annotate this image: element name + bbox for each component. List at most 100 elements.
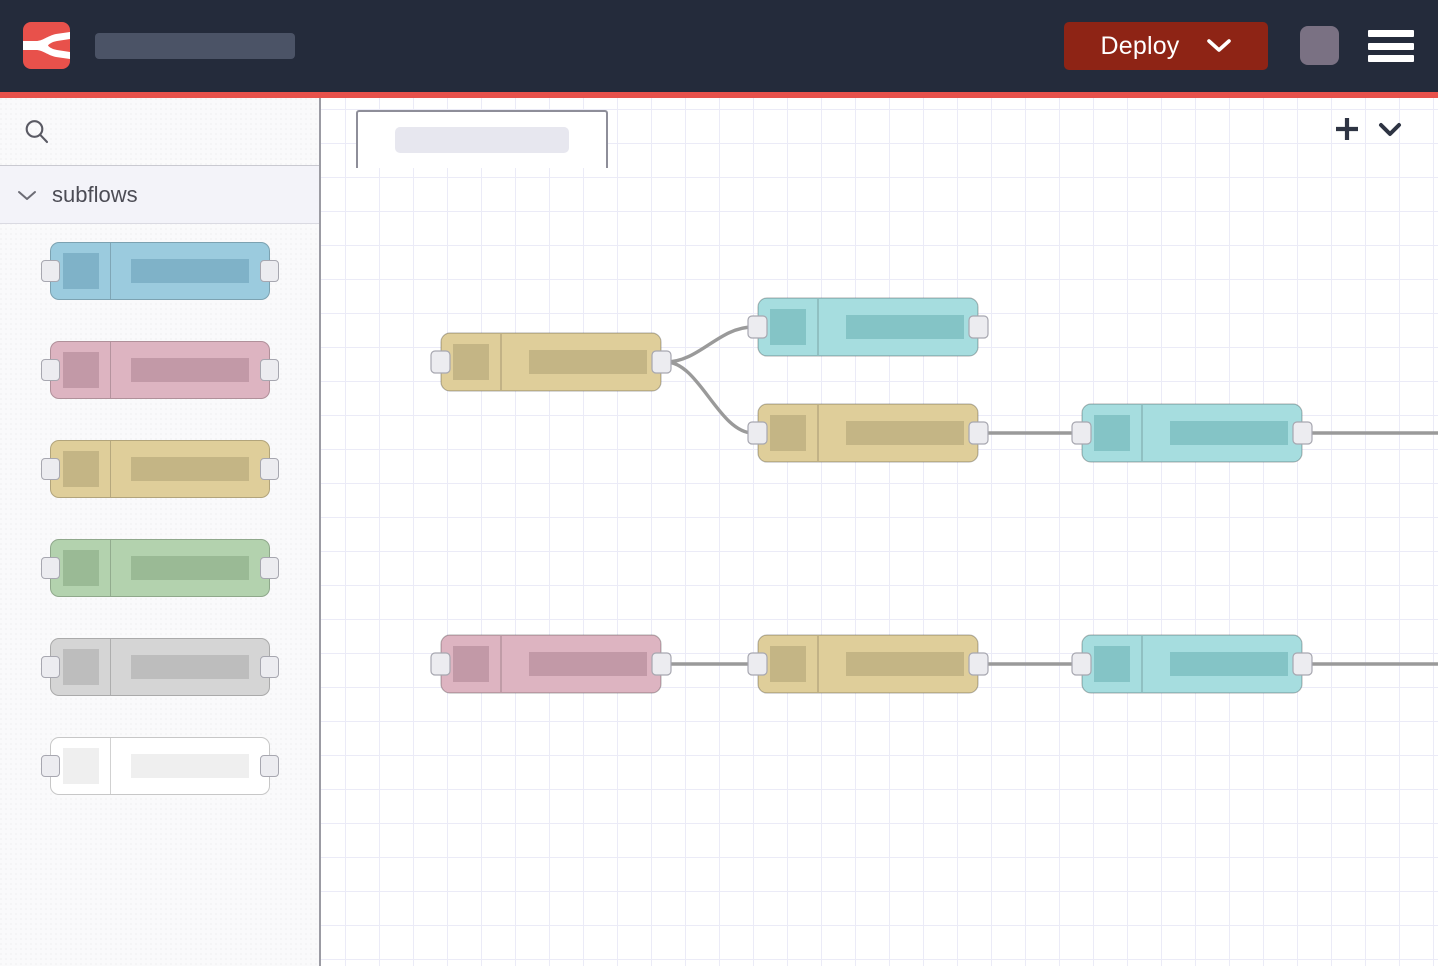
flow-node-output-port[interactable]: [968, 421, 989, 445]
flow-node-input-port[interactable]: [1071, 652, 1092, 676]
palette-search-row[interactable]: [0, 98, 320, 166]
palette-node-grey[interactable]: [41, 638, 279, 696]
search-icon[interactable]: [22, 117, 52, 147]
palette-node-label: [131, 655, 249, 679]
palette-category-subflows[interactable]: subflows: [0, 166, 320, 224]
wire-n1-n3[interactable]: [664, 360, 755, 435]
flow-node-yellow-2[interactable]: [747, 403, 989, 463]
palette-node-green[interactable]: [41, 539, 279, 597]
wire-n1-n2[interactable]: [664, 325, 755, 364]
palette-node-icon-placeholder: [62, 451, 99, 487]
flow-node-label: [846, 652, 964, 676]
palette-node-output-port[interactable]: [260, 458, 279, 480]
palette-node-input-port[interactable]: [41, 557, 60, 579]
palette-node-icon-placeholder: [62, 748, 99, 784]
palette-node-icon-placeholder: [62, 352, 99, 388]
flow-node-label: [1170, 421, 1288, 445]
palette-node-label: [131, 457, 249, 481]
hamburger-menu-icon[interactable]: [1368, 28, 1414, 64]
deploy-button[interactable]: Deploy: [1064, 22, 1268, 70]
palette-node-input-port[interactable]: [41, 458, 60, 480]
palette-node-body: [111, 738, 269, 794]
flow-node-cyan-2[interactable]: [1071, 403, 1313, 463]
plus-icon[interactable]: [1332, 114, 1362, 144]
flow-node-yellow-1[interactable]: [430, 332, 672, 392]
flow-node-output-port[interactable]: [1292, 421, 1313, 445]
flow-title-field[interactable]: [95, 33, 295, 59]
palette-node-pink[interactable]: [41, 341, 279, 399]
header-accent-bar: [0, 92, 1438, 98]
palette-node-icon-cell: [51, 540, 111, 596]
palette-node-body: [111, 342, 269, 398]
flow-graph[interactable]: [321, 98, 1438, 966]
flow-node-label: [529, 350, 647, 374]
flow-node-cyan-3[interactable]: [1071, 634, 1313, 694]
palette-node-output-port[interactable]: [260, 260, 279, 282]
avatar[interactable]: [1300, 26, 1339, 65]
flow-node-label: [846, 315, 964, 339]
flow-node-pink-1[interactable]: [430, 634, 672, 694]
flow-node-output-port[interactable]: [651, 652, 672, 676]
flow-node-cyan-1[interactable]: [747, 297, 989, 357]
flow-canvas[interactable]: [321, 98, 1438, 966]
flow-tab-1[interactable]: [356, 110, 608, 168]
palette-node-label: [131, 754, 249, 778]
palette-node-icon-placeholder: [62, 550, 99, 586]
palette-node-input-port[interactable]: [41, 656, 60, 678]
hamburger-bar: [1368, 55, 1414, 62]
chevron-down-icon: [1206, 39, 1231, 52]
flow-node-output-port[interactable]: [968, 315, 989, 339]
flow-node-icon-placeholder: [770, 309, 806, 345]
chevron-down-icon[interactable]: [1375, 114, 1405, 144]
chevron-down-icon: [18, 190, 36, 200]
app-header: Deploy: [0, 0, 1438, 92]
palette-node-icon-cell: [51, 738, 111, 794]
flow-node-icon-placeholder: [770, 415, 806, 451]
palette-node-icon-placeholder: [62, 649, 99, 685]
node-layer: [430, 297, 1313, 694]
palette-node-list: [0, 224, 320, 795]
hamburger-bar: [1368, 42, 1414, 50]
flow-node-output-port[interactable]: [1292, 652, 1313, 676]
palette-node-input-port[interactable]: [41, 359, 60, 381]
palette-node-body: [111, 540, 269, 596]
palette-node-output-port[interactable]: [260, 557, 279, 579]
palette-category-label: subflows: [52, 181, 138, 207]
flow-node-icon-placeholder: [1094, 415, 1130, 451]
palette-node-yellow[interactable]: [41, 440, 279, 498]
palette-node-output-port[interactable]: [260, 359, 279, 381]
flow-node-input-port[interactable]: [430, 652, 451, 676]
palette-node-input-port[interactable]: [41, 755, 60, 777]
palette-node-icon-placeholder: [62, 253, 99, 289]
flow-node-input-port[interactable]: [430, 350, 451, 374]
flow-node-icon-placeholder: [453, 646, 489, 682]
flow-node-output-port[interactable]: [651, 350, 672, 374]
flow-node-input-port[interactable]: [747, 652, 768, 676]
palette-node-label: [131, 358, 249, 382]
node-red-logo-icon[interactable]: [23, 22, 70, 69]
palette-node-body: [111, 243, 269, 299]
flow-node-icon-placeholder: [453, 344, 489, 380]
sidebar-canvas-divider[interactable]: [319, 98, 321, 966]
flow-tab-label: [395, 127, 569, 153]
palette-node-output-port[interactable]: [260, 656, 279, 678]
flow-node-output-port[interactable]: [968, 652, 989, 676]
hamburger-bar: [1368, 30, 1414, 37]
palette-node-label: [131, 556, 249, 580]
palette-node-blank[interactable]: [41, 737, 279, 795]
deploy-button-label: Deploy: [1100, 31, 1180, 60]
flow-node-input-port[interactable]: [747, 421, 768, 445]
flow-node-yellow-3[interactable]: [747, 634, 989, 694]
canvas-grid: [321, 98, 1438, 966]
flow-node-label: [529, 652, 647, 676]
palette-node-icon-cell: [51, 243, 111, 299]
palette-node-output-port[interactable]: [260, 755, 279, 777]
palette-node-input-port[interactable]: [41, 260, 60, 282]
palette-node-blue[interactable]: [41, 242, 279, 300]
flow-node-input-port[interactable]: [1071, 421, 1092, 445]
palette-node-label: [131, 259, 249, 283]
flow-node-input-port[interactable]: [747, 315, 768, 339]
flow-tabstrip: [321, 98, 1438, 168]
wire-layer: [664, 325, 1438, 666]
